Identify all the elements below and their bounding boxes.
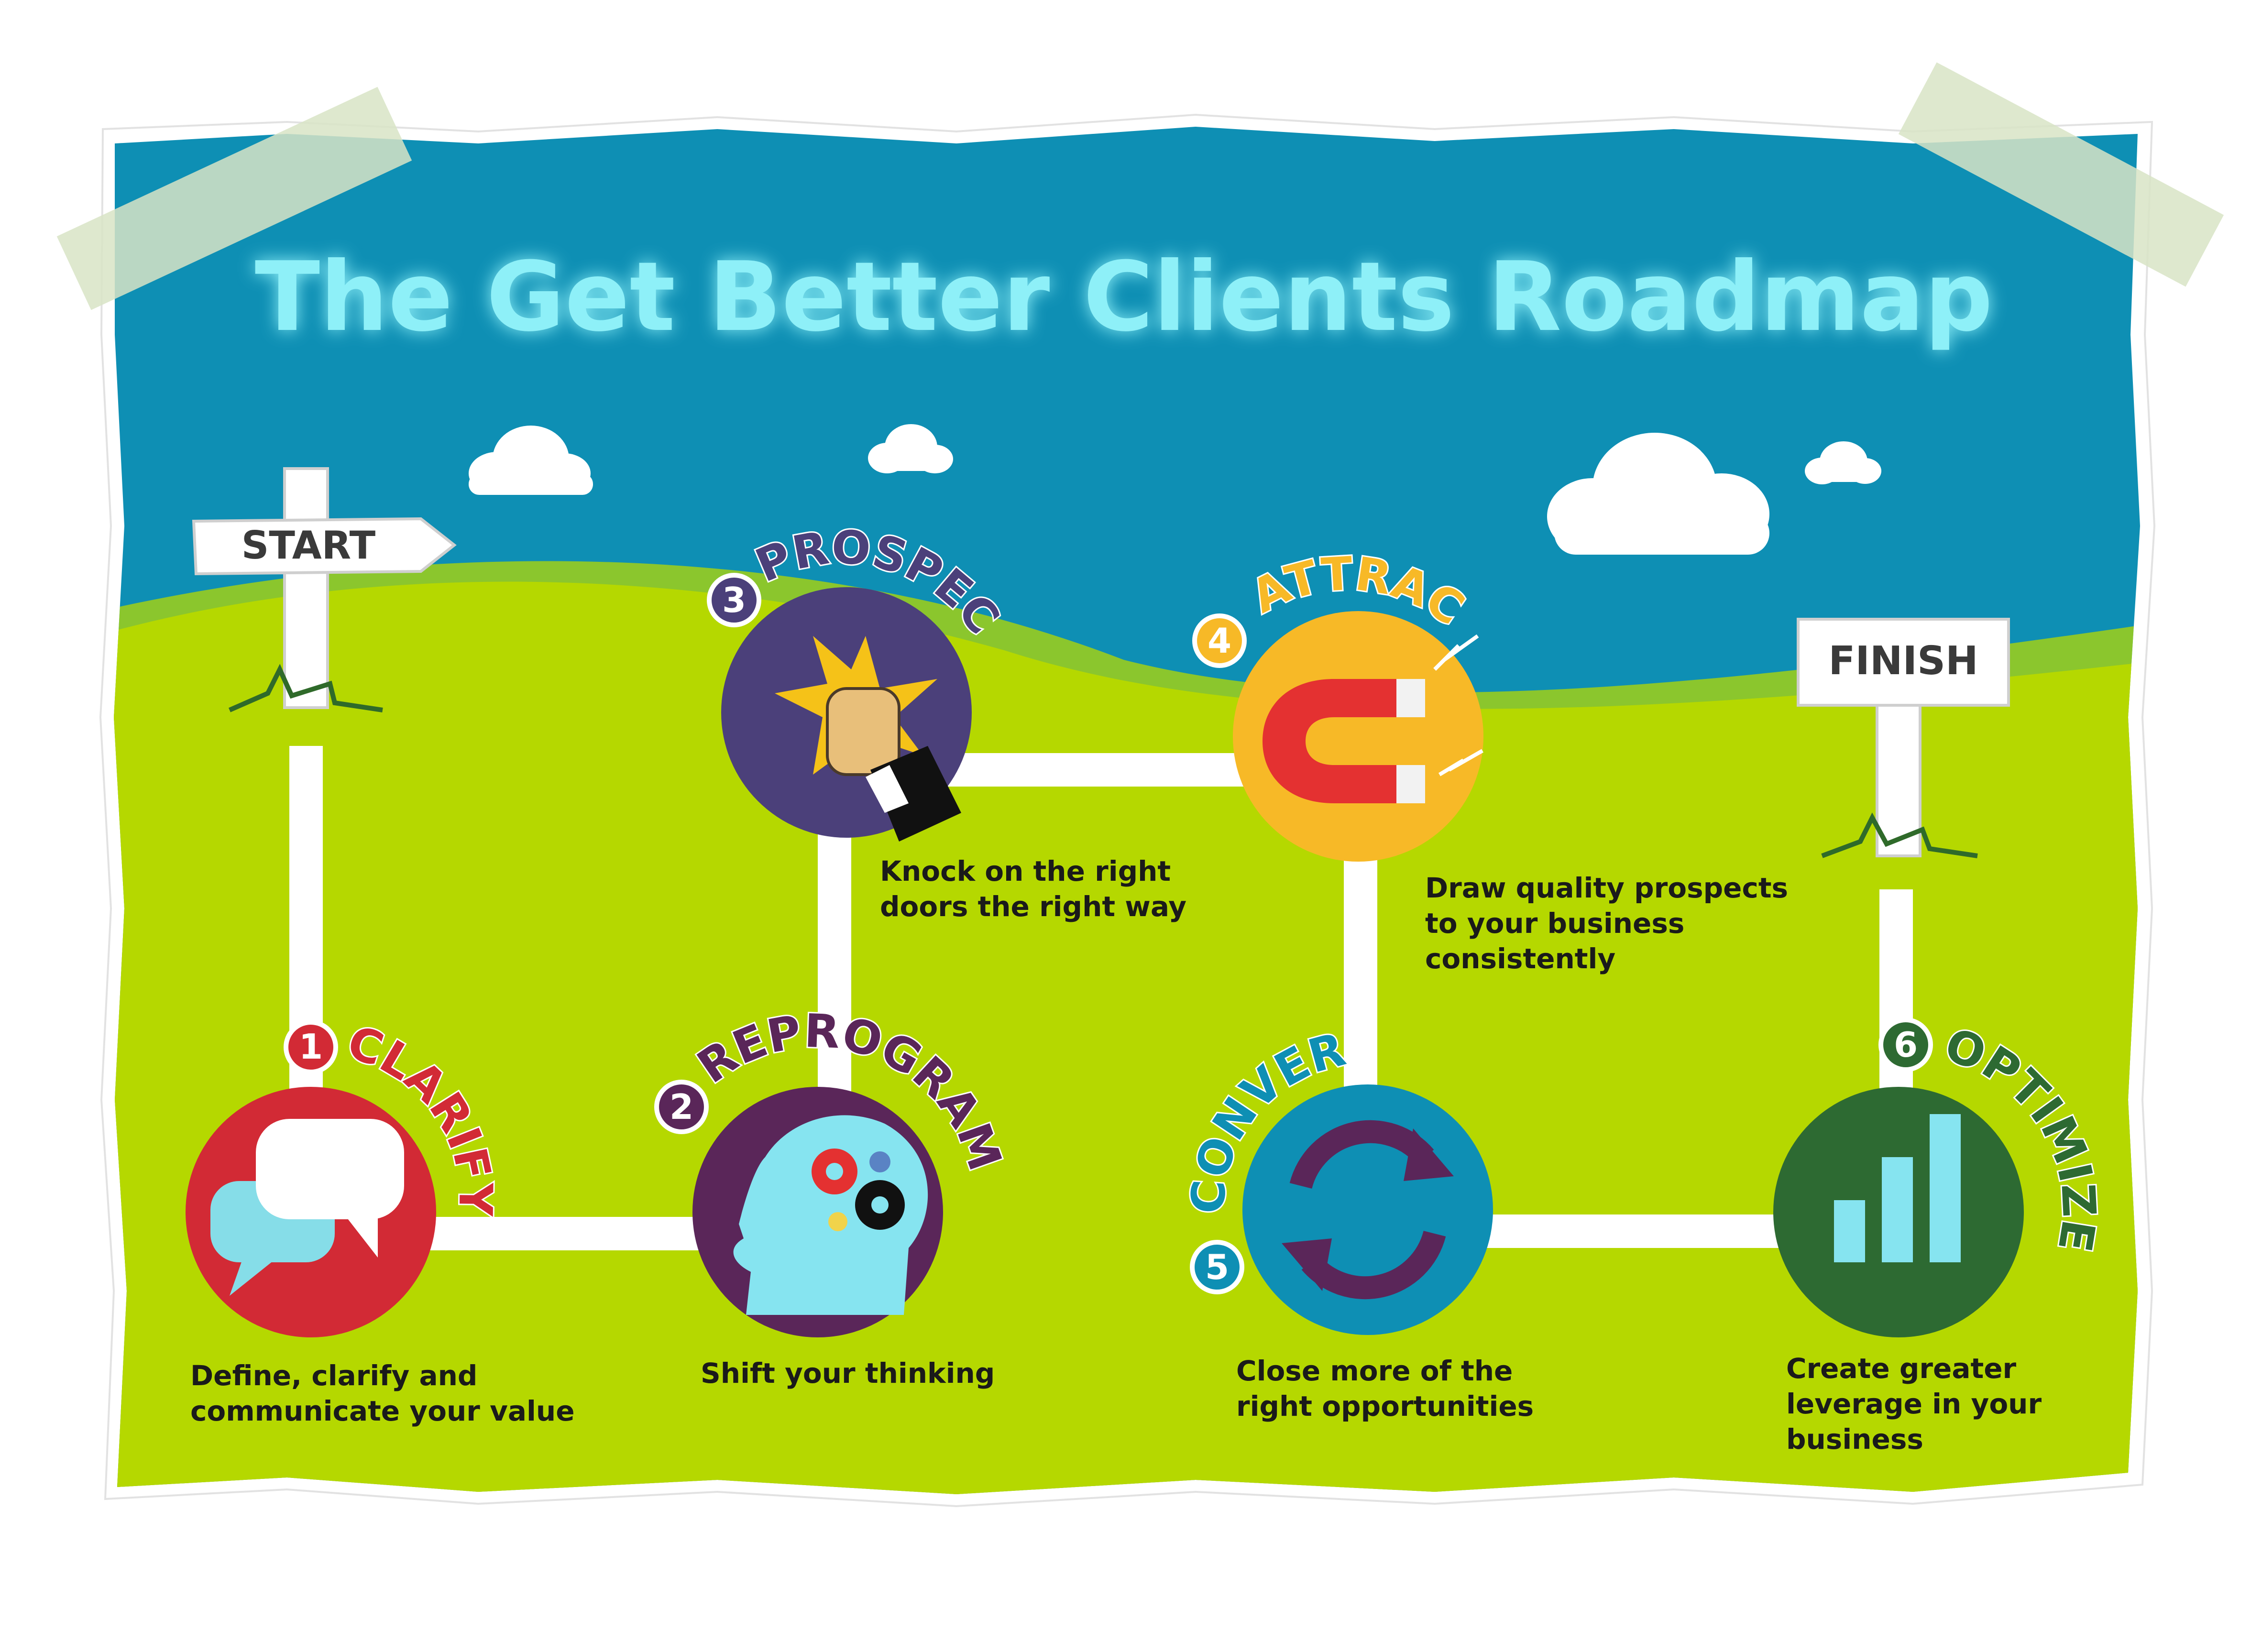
start-signpost — [192, 467, 457, 712]
cloud — [469, 426, 593, 495]
tape-strip — [1898, 62, 2224, 287]
knocking-fist-icon — [775, 636, 961, 842]
step-2-description: Shift your thinking — [701, 1357, 995, 1389]
step-3-circle — [721, 587, 972, 842]
arrow-head — [1282, 1238, 1332, 1291]
step-2-circle — [692, 1087, 943, 1337]
svg-text:5: 5 — [1205, 1247, 1229, 1287]
grass-tuft — [228, 664, 383, 712]
step-number-label: 1 — [299, 1027, 323, 1067]
bar-chart-icon — [1834, 1114, 1961, 1262]
finish-signpost — [1797, 618, 2010, 858]
page-title: The Get Better Clients Roadmap — [255, 241, 1993, 353]
cloud — [1805, 441, 1881, 484]
svg-text:2: 2 — [670, 1087, 693, 1127]
head-with-gears-icon — [733, 1115, 928, 1315]
magnet-icon — [1263, 634, 1483, 803]
step-1-number-badge: 1 — [284, 1020, 338, 1074]
finish-sign-label: FINISH — [1828, 638, 1978, 684]
svg-text:4: 4 — [1208, 621, 1231, 661]
cloud — [1547, 433, 1769, 555]
step-3-number-badge: 3 — [707, 573, 761, 627]
tape-strip — [56, 87, 412, 310]
step-6-circle — [1773, 1087, 2024, 1337]
svg-text:6: 6 — [1894, 1025, 1918, 1065]
step-6-number-badge: 6 — [1878, 1017, 1933, 1072]
grass-hill-front — [114, 581, 2140, 1494]
cycle-arrows-icon — [1289, 1120, 1446, 1300]
speech-bubbles-icon — [210, 1119, 404, 1296]
step-2-number-badge: 2 — [654, 1080, 709, 1134]
step-5-number-badge: 5 — [1190, 1240, 1244, 1294]
step-4-number-badge: 4 — [1192, 613, 1247, 668]
cloud — [868, 424, 953, 473]
arrow-head — [1404, 1128, 1454, 1181]
step-4-circle — [1233, 611, 1483, 862]
start-sign-label: START — [242, 523, 376, 568]
grass-tuft — [1821, 812, 1978, 858]
step-1-circle — [186, 1087, 436, 1337]
step-5-circle — [1242, 1084, 1493, 1335]
svg-text:3: 3 — [722, 580, 746, 620]
